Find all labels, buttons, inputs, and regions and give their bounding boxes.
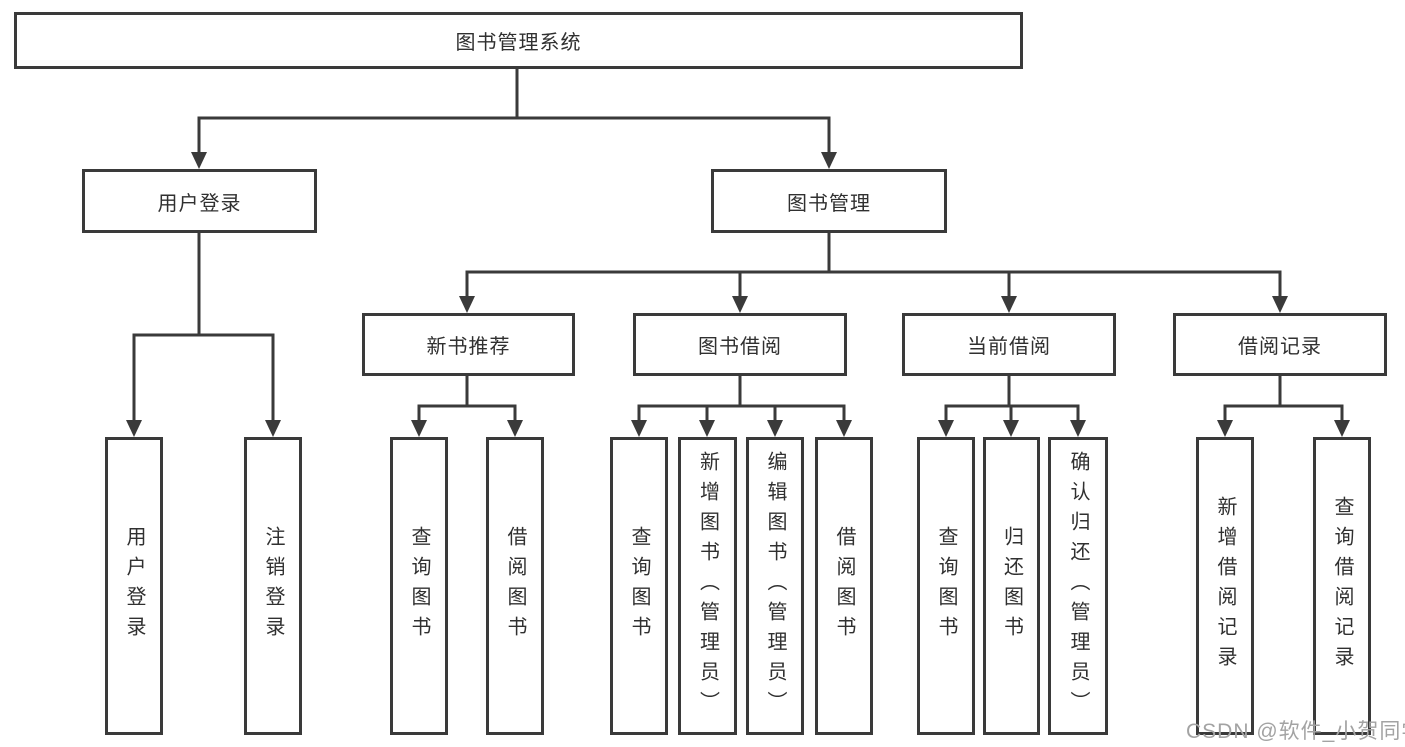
leaf-logout-label: 注销登录 [262,526,284,646]
connector-currentborrow-to-leaves [944,376,1080,434]
leaf-current-query-books: 查询图书 [917,437,975,735]
connector-bookmgmt-to-level3 [465,233,1282,310]
leaf-logout: 注销登录 [244,437,302,735]
leaf-newbook-borrow-books: 借阅图书 [486,437,544,735]
leaf-add-books-admin-label: 新增图书（管理员） [696,451,719,721]
leaf-confirm-return-admin: 确认归还（管理员） [1048,437,1108,735]
node-root: 图书管理系统 [14,12,1023,69]
node-book-borrow: 图书借阅 [633,313,847,376]
connector-root-to-level2 [197,69,831,166]
leaf-borrow-borrow-books-label: 借阅图书 [833,526,855,646]
connector-userlogin-to-leaves [132,233,275,434]
node-user-login: 用户登录 [82,169,317,233]
leaf-return-books-label: 归还图书 [1000,526,1023,646]
leaf-borrow-query-books-label: 查询图书 [628,526,650,646]
connector-borrowrecord-to-leaves [1223,376,1344,434]
node-current-borrow: 当前借阅 [902,313,1116,376]
leaf-confirm-return-admin-label: 确认归还（管理员） [1067,451,1089,721]
leaf-current-query-books-label: 查询图书 [935,526,957,646]
connector-newbook-to-leaves [417,376,517,434]
leaf-borrow-borrow-books: 借阅图书 [815,437,873,735]
leaf-return-books: 归还图书 [983,437,1040,735]
watermark: CSDN @软件_小贺同学 [1186,720,1405,743]
leaf-newbook-query-books-label: 查询图书 [408,526,430,646]
node-book-management: 图书管理 [711,169,947,233]
node-borrow-record: 借阅记录 [1173,313,1387,376]
leaf-user-login: 用户登录 [105,437,163,735]
node-new-book-recommend: 新书推荐 [362,313,575,376]
connector-bookborrow-to-leaves [637,376,846,434]
leaf-add-borrow-record-label: 新增借阅记录 [1214,496,1236,676]
leaf-user-login-label: 用户登录 [123,526,145,646]
leaf-newbook-borrow-books-label: 借阅图书 [504,526,526,646]
leaf-query-borrow-record-label: 查询借阅记录 [1331,496,1353,676]
leaf-add-books-admin: 新增图书（管理员） [678,437,737,735]
leaf-borrow-query-books: 查询图书 [610,437,668,735]
leaf-newbook-query-books: 查询图书 [390,437,448,735]
leaf-query-borrow-record: 查询借阅记录 [1313,437,1371,735]
leaf-edit-books-admin-label: 编辑图书（管理员） [764,451,786,721]
leaf-edit-books-admin: 编辑图书（管理员） [746,437,804,735]
leaf-add-borrow-record: 新增借阅记录 [1196,437,1254,735]
